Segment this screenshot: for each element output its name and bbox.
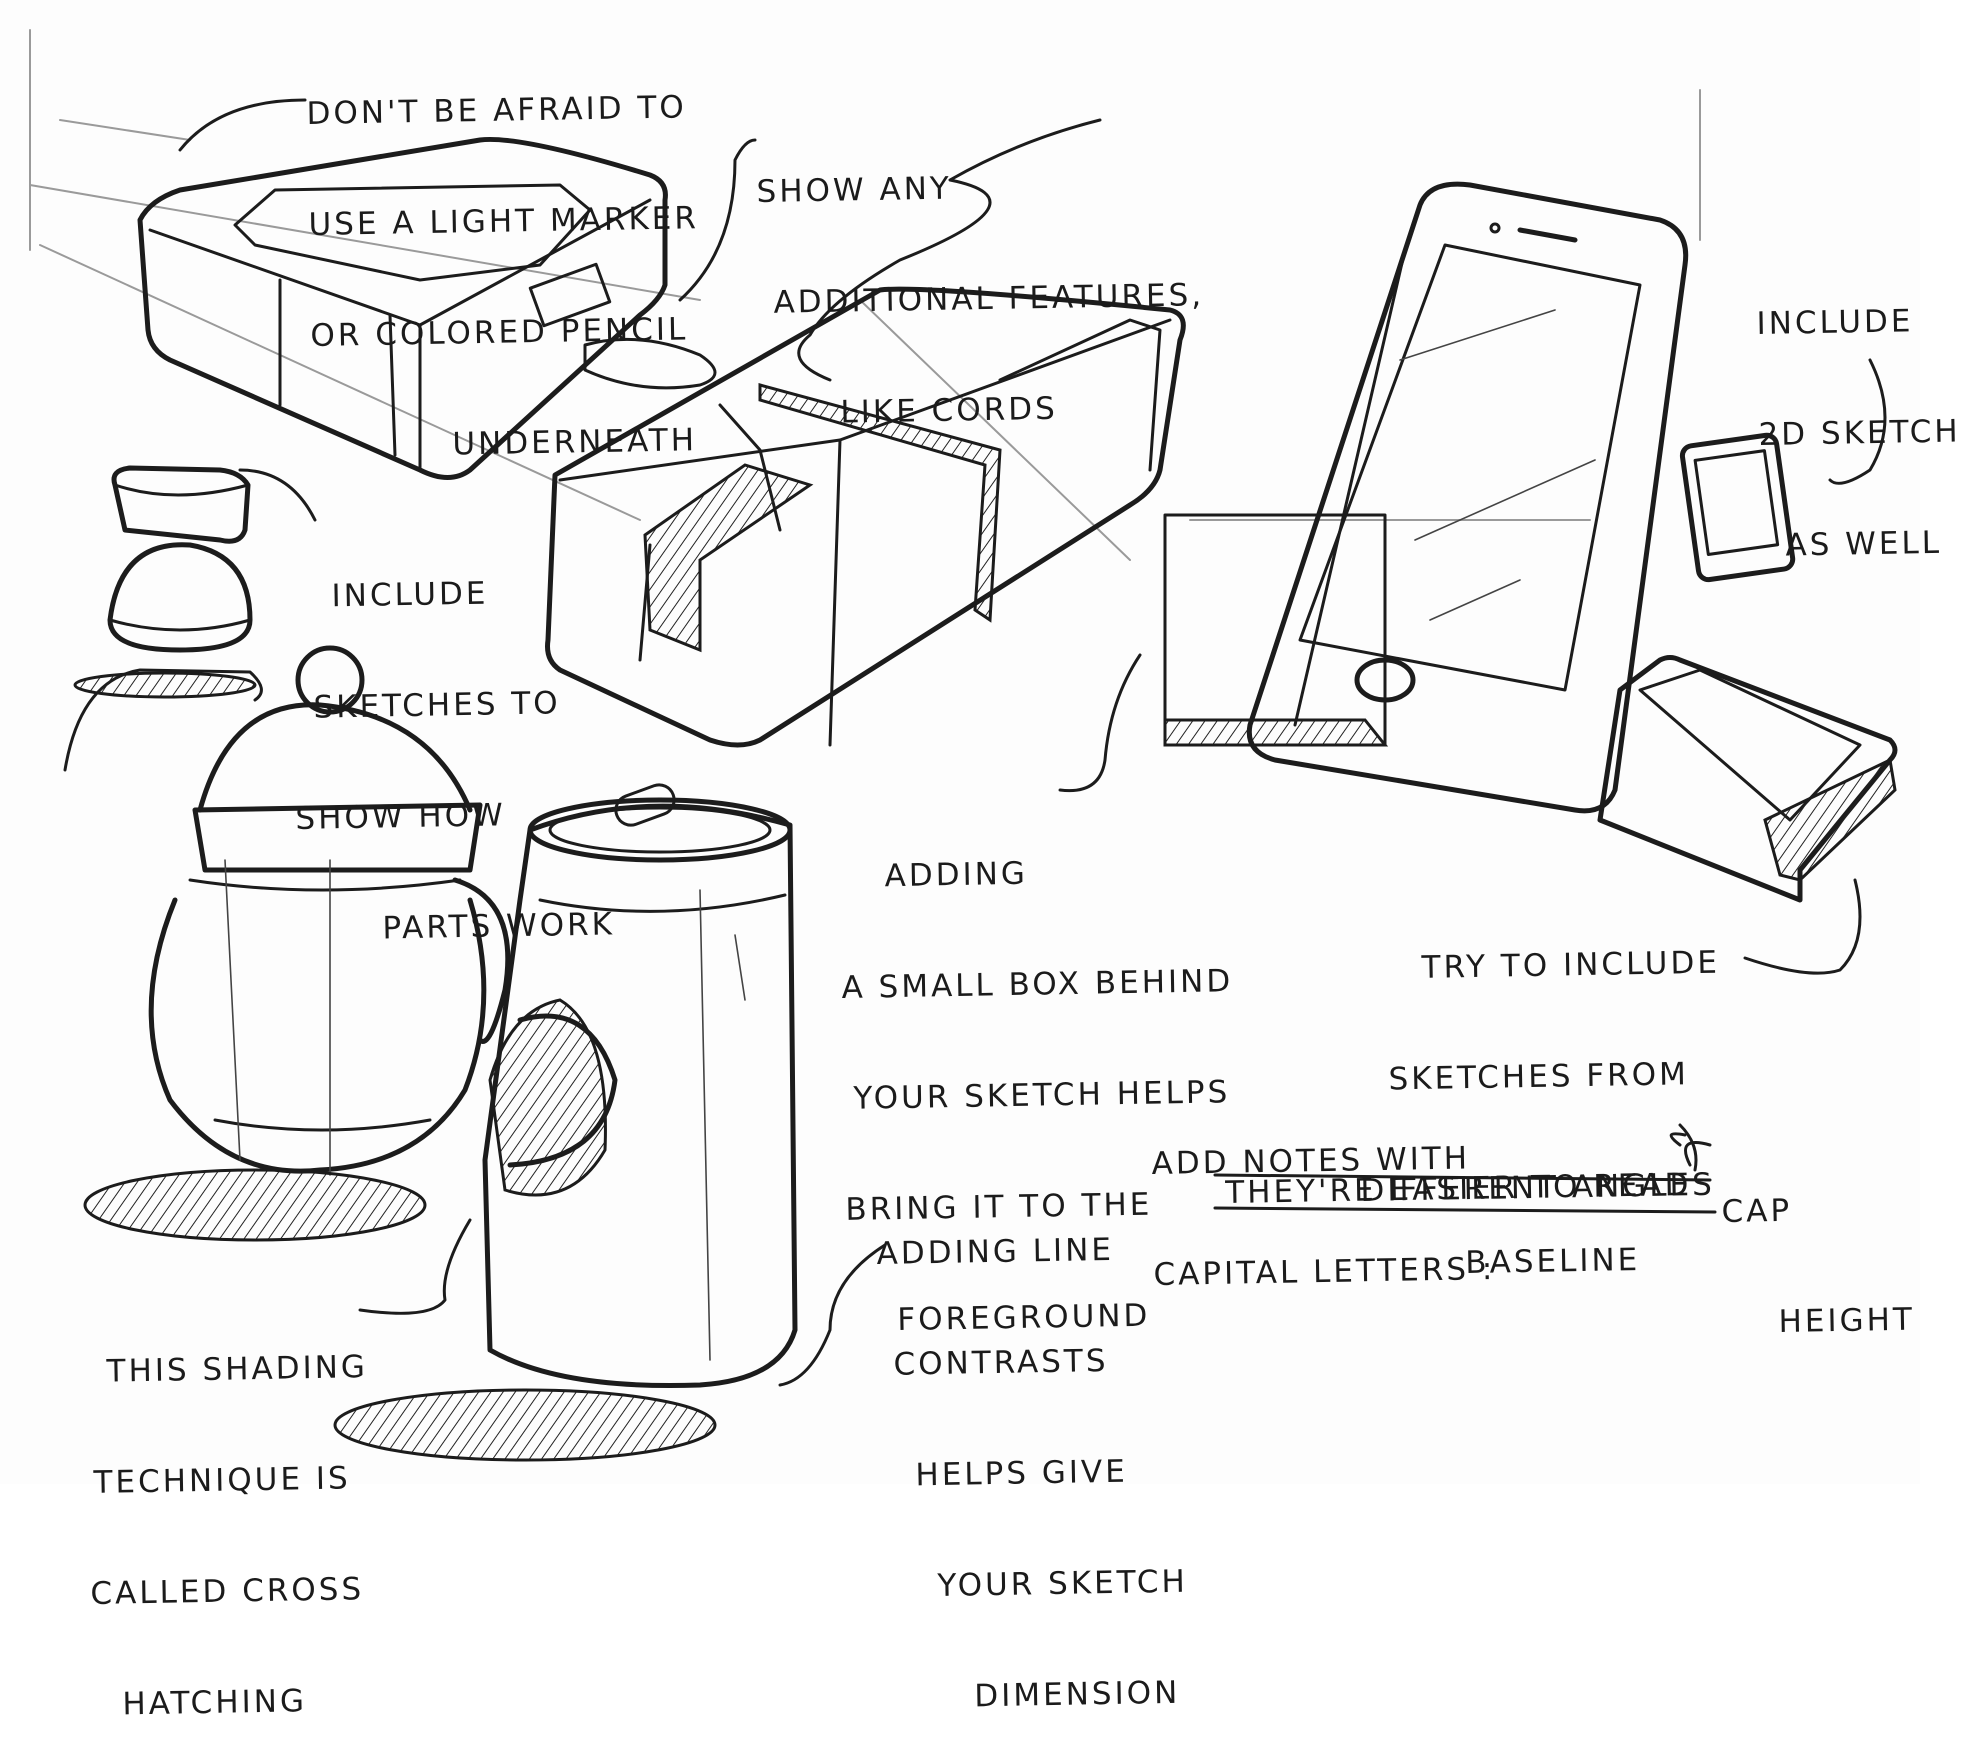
- device-sketch-1: [137, 136, 717, 480]
- note-line: AS WELL: [1785, 524, 1943, 564]
- note-features: SHOW ANY ADDITIONAL FEATURES, LIKE CORDS: [755, 92, 1207, 470]
- phone-sketch: [1163, 181, 1898, 903]
- note-cap-height: CAP HEIGHT: [1720, 1117, 1916, 1379]
- cap-detail-sketch: [63, 465, 263, 772]
- note-line: ADDING LINE: [876, 1231, 1115, 1272]
- note-line: DIMENSION: [974, 1674, 1181, 1715]
- note-line: HATCHING: [122, 1683, 308, 1723]
- note-line: A SMALL BOX BEHIND: [841, 963, 1234, 1006]
- note-line: DON'T BE AFRAID TO: [306, 89, 688, 132]
- note-line: UNDERNEATH: [452, 422, 698, 463]
- note-line: LIKE CORDS: [840, 390, 1059, 431]
- note-cross-hatching: THIS SHADING TECHNIQUE IS CALLED CROSS H…: [85, 1275, 375, 1761]
- note-line: HELPS GIVE: [915, 1453, 1129, 1494]
- note-line: USE A LIGHT MARKER: [308, 200, 700, 243]
- note-line: OR COLORED PENCIL: [310, 311, 689, 354]
- note-line: SKETCHES TO: [313, 685, 561, 726]
- note-line: THIS SHADING: [106, 1349, 369, 1390]
- note-baseline: BASELINE: [1465, 1241, 1641, 1281]
- sketch-drawings: [29, 29, 1898, 1462]
- sketch-page: DON'T BE AFRAID TO USE A LIGHT MARKER OR…: [29, 15, 1961, 1723]
- note-light-marker: DON'T BE AFRAID TO USE A LIGHT MARKER OR…: [305, 15, 704, 503]
- note-line: CAP: [1721, 1192, 1793, 1230]
- note-parts-work: INCLUDE SKETCHES TO SHOW HOW PARTS WORK: [290, 499, 616, 985]
- note-line: CAPITAL LETTERS :: [1153, 1251, 1496, 1293]
- lettering-guides: [1213, 1173, 1717, 1214]
- note-line: SHOW ANY: [756, 170, 953, 210]
- note-line: SHOW HOW: [295, 797, 507, 837]
- can-sketch: [333, 783, 798, 1462]
- note-line: ADDITIONAL FEATURES,: [773, 277, 1205, 321]
- note-include-2d: INCLUDE 2D SKETCH AS WELL: [1755, 228, 1964, 601]
- construction-lines: [29, 29, 1701, 561]
- note-line: INCLUDE: [331, 575, 489, 615]
- note-line: CALLED CROSS: [90, 1571, 365, 1612]
- jar-sketch: [83, 645, 511, 1242]
- note-line: CONTRASTS: [893, 1342, 1109, 1383]
- note-line: ADDING: [884, 855, 1029, 895]
- note-line: YOUR SKETCH: [937, 1563, 1189, 1604]
- device-sketch-2: [545, 118, 1186, 748]
- note-line: HEIGHT: [1778, 1301, 1916, 1341]
- note-line: INCLUDE: [1756, 303, 1914, 342]
- note-line-contrasts: ADDING LINE CONTRASTS HELPS GIVE YOUR SK…: [875, 1157, 1191, 1754]
- note-line: PARTS WORK: [382, 906, 616, 947]
- note-line: TRY TO INCLUDE: [1421, 944, 1721, 986]
- leader-lines: [178, 98, 1887, 1387]
- note-line: 2D SKETCH: [1758, 413, 1961, 453]
- note-line: TECHNIQUE IS: [93, 1460, 351, 1501]
